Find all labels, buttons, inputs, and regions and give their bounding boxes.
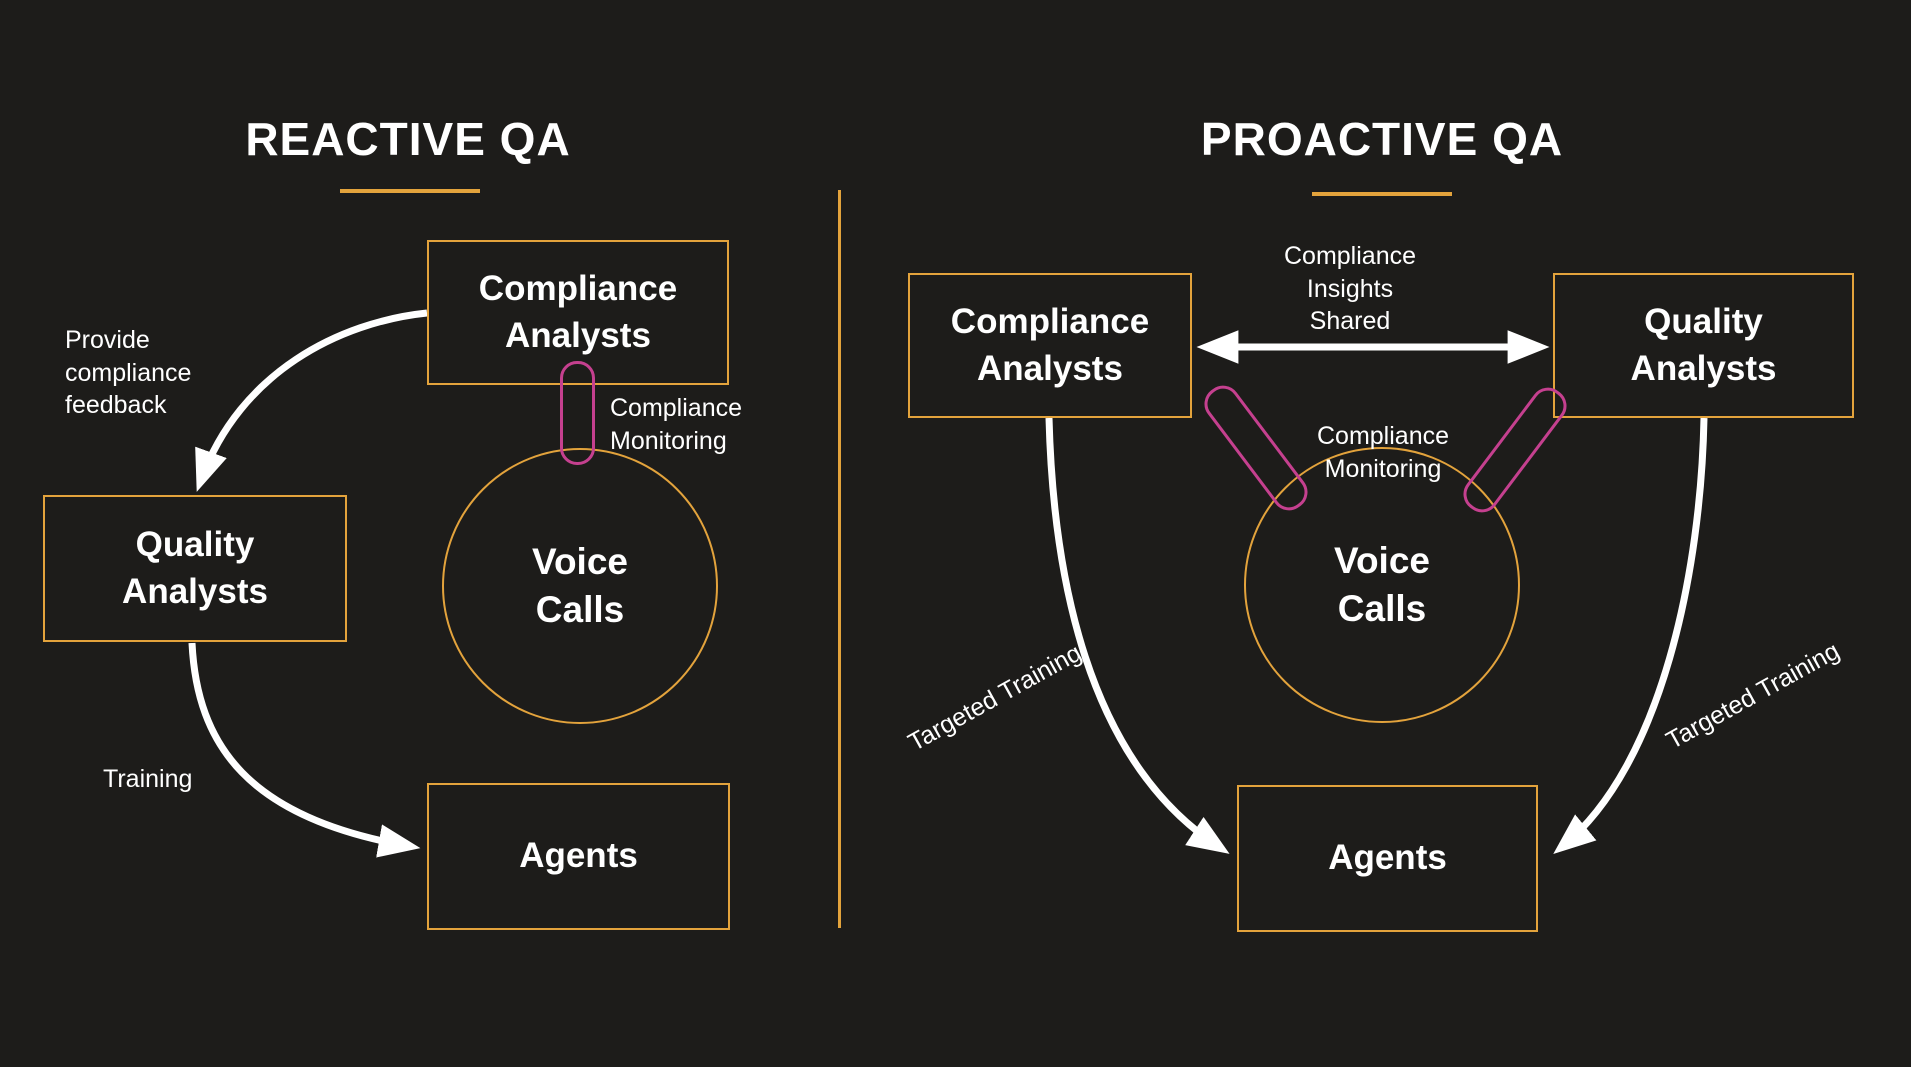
training-arrow <box>188 642 421 858</box>
panel-divider <box>838 190 841 928</box>
proactive-qa-title: PROACTIVE QA <box>1200 113 1564 165</box>
provide-feedback-arrow <box>195 309 428 492</box>
reactive-qa-title-underline <box>340 189 480 193</box>
insights-shared-label: Compliance Insights Shared <box>1283 242 1417 335</box>
left-quality-analysts-box: Quality Analysts <box>43 495 347 642</box>
left-agents-box: Agents <box>427 783 730 930</box>
right-compliance-analysts-box: Compliance Analysts <box>908 273 1192 418</box>
right-voice-calls-circle: Voice Calls <box>1244 447 1520 723</box>
provide-feedback-label: Provide compliance feedback <box>65 326 192 419</box>
proactive-qa-title-underline <box>1312 192 1452 196</box>
right-quality-analysts-box: Quality Analysts <box>1553 273 1854 418</box>
left-compliance-monitoring-label: Compliance Monitoring <box>610 394 743 455</box>
left-compliance-analysts-box: Compliance Analysts <box>427 240 729 385</box>
training-label: Training <box>103 765 193 793</box>
targeted-training-label-left: Targeted Training <box>903 638 1087 757</box>
left-voice-calls-circle: Voice Calls <box>442 448 718 724</box>
reactive-qa-title: REACTIVE QA <box>245 113 571 165</box>
right-compliance-monitoring-connector-right <box>1456 380 1574 520</box>
targeted-training-label-right: Targeted Training <box>1661 636 1845 755</box>
targeted-training-arrow-right <box>1553 417 1708 854</box>
right-agents-box: Agents <box>1237 785 1538 932</box>
targeted-training-arrow-left <box>1045 417 1230 854</box>
left-compliance-monitoring-connector <box>560 361 595 465</box>
right-compliance-monitoring-label: Compliance Monitoring <box>1316 422 1450 483</box>
right-compliance-monitoring-connector-left <box>1197 378 1315 518</box>
